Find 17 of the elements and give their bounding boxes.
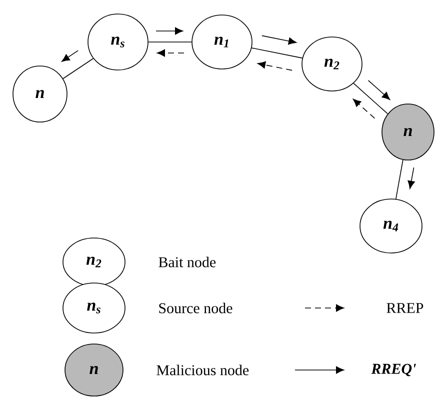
- link-line: [353, 82, 388, 114]
- node-caption: Malicious node: [156, 364, 249, 376]
- message-arrow: [352, 98, 376, 119]
- node-caption: Bait node: [158, 256, 216, 268]
- message-arrow: [157, 49, 184, 57]
- message-arrow: [62, 50, 78, 62]
- link-line: [62, 58, 94, 80]
- message-arrow: [262, 35, 297, 45]
- message-arrow: [156, 27, 183, 35]
- message-arrow: [257, 61, 292, 71]
- message-arrow: [408, 167, 415, 189]
- legend-label: RREQ': [371, 364, 416, 376]
- link-line: [396, 159, 404, 200]
- node-caption: Source node: [159, 302, 232, 314]
- legend-label: RREP: [386, 303, 424, 313]
- link-line: [251, 48, 303, 58]
- message-arrow: [368, 80, 390, 100]
